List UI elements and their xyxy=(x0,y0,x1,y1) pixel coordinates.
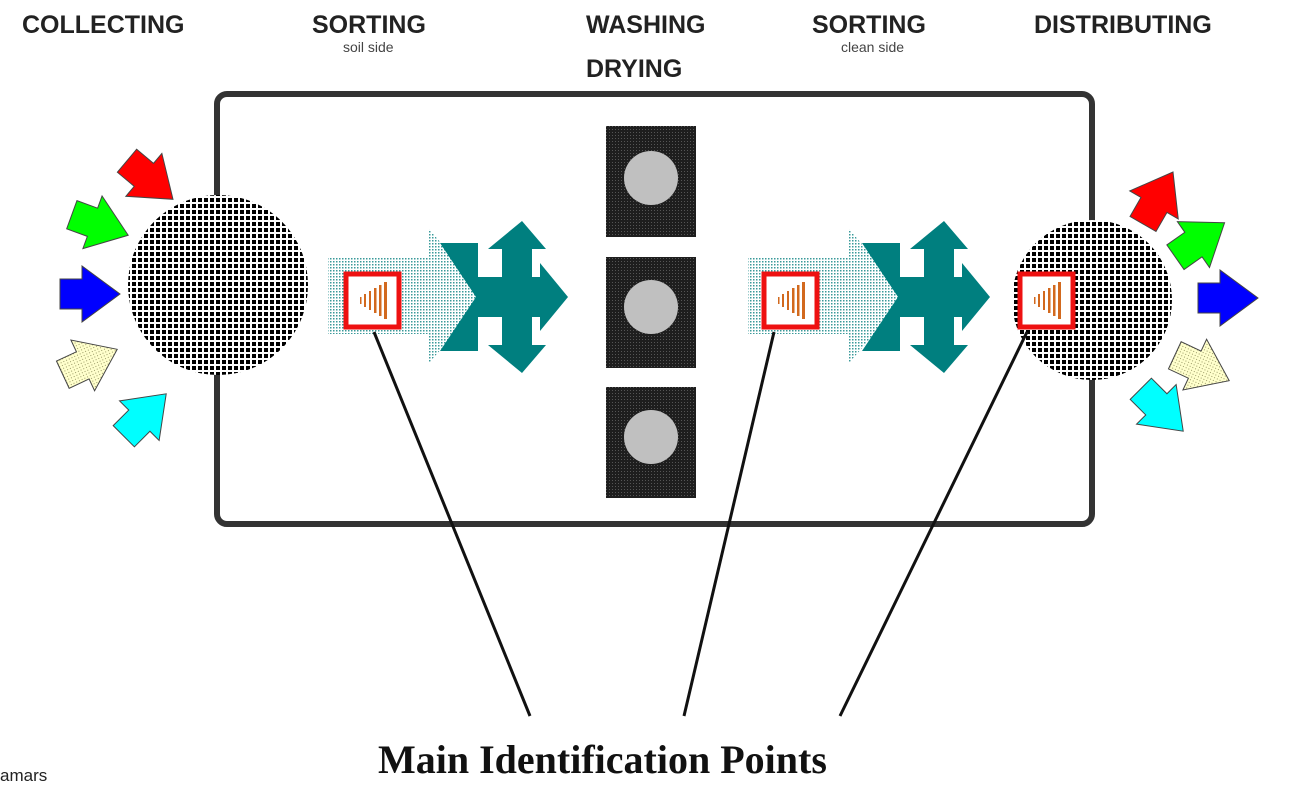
pointer-line-distribute xyxy=(838,331,1029,717)
outgoing-arrow-green xyxy=(1166,221,1226,271)
incoming-arrow-blue xyxy=(59,265,121,323)
pointer-line-clean xyxy=(682,331,776,717)
machine-drum-2 xyxy=(624,280,678,334)
stage-label-sorting-clean: SORTING xyxy=(812,11,926,39)
outgoing-arrows xyxy=(1128,171,1259,432)
soil-sorting-splitter xyxy=(440,221,568,373)
rfid-reader-icon xyxy=(1017,271,1076,330)
stage-label-sorting-soil: SORTING xyxy=(312,11,426,39)
rfid-reader-icon xyxy=(343,271,402,330)
stage-label-washing: WASHING xyxy=(586,11,706,39)
stage-sublabel-clean-side: clean side xyxy=(841,39,905,55)
distributing-point xyxy=(1012,220,1172,380)
incoming-arrow-cyan xyxy=(112,393,167,448)
outgoing-arrow-cyan xyxy=(1129,377,1184,432)
incoming-arrow-green xyxy=(66,194,129,250)
incoming-arrows xyxy=(55,148,174,448)
soil-flow-arrow xyxy=(328,228,487,364)
credit-text: amars xyxy=(0,766,48,785)
machine-drum-1 xyxy=(624,151,678,205)
outgoing-arrow-red xyxy=(1128,171,1179,233)
clean-sorting-splitter xyxy=(862,221,990,373)
machine-drum-3 xyxy=(624,410,678,464)
clean-flow-arrow xyxy=(748,228,907,364)
pointer-line-soil xyxy=(372,331,532,717)
incoming-arrow-red xyxy=(116,148,174,200)
collecting-point xyxy=(128,195,308,375)
washing-drying-machines xyxy=(606,126,696,498)
stage-label-collecting: COLLECTING xyxy=(22,11,185,39)
stage-label-drying: DRYING xyxy=(586,55,683,83)
rfid-reader-icon xyxy=(761,271,820,330)
incoming-arrow-cream xyxy=(55,339,118,392)
caption-main-identification-points: Main Identification Points xyxy=(378,737,827,782)
outgoing-arrow-blue xyxy=(1197,269,1259,327)
stage-label-distributing: DISTRIBUTING xyxy=(1034,11,1212,39)
stage-sublabel-soil-side: soil side xyxy=(343,39,394,55)
pointer-lines xyxy=(372,331,1029,717)
outgoing-arrow-cream xyxy=(1167,338,1230,391)
